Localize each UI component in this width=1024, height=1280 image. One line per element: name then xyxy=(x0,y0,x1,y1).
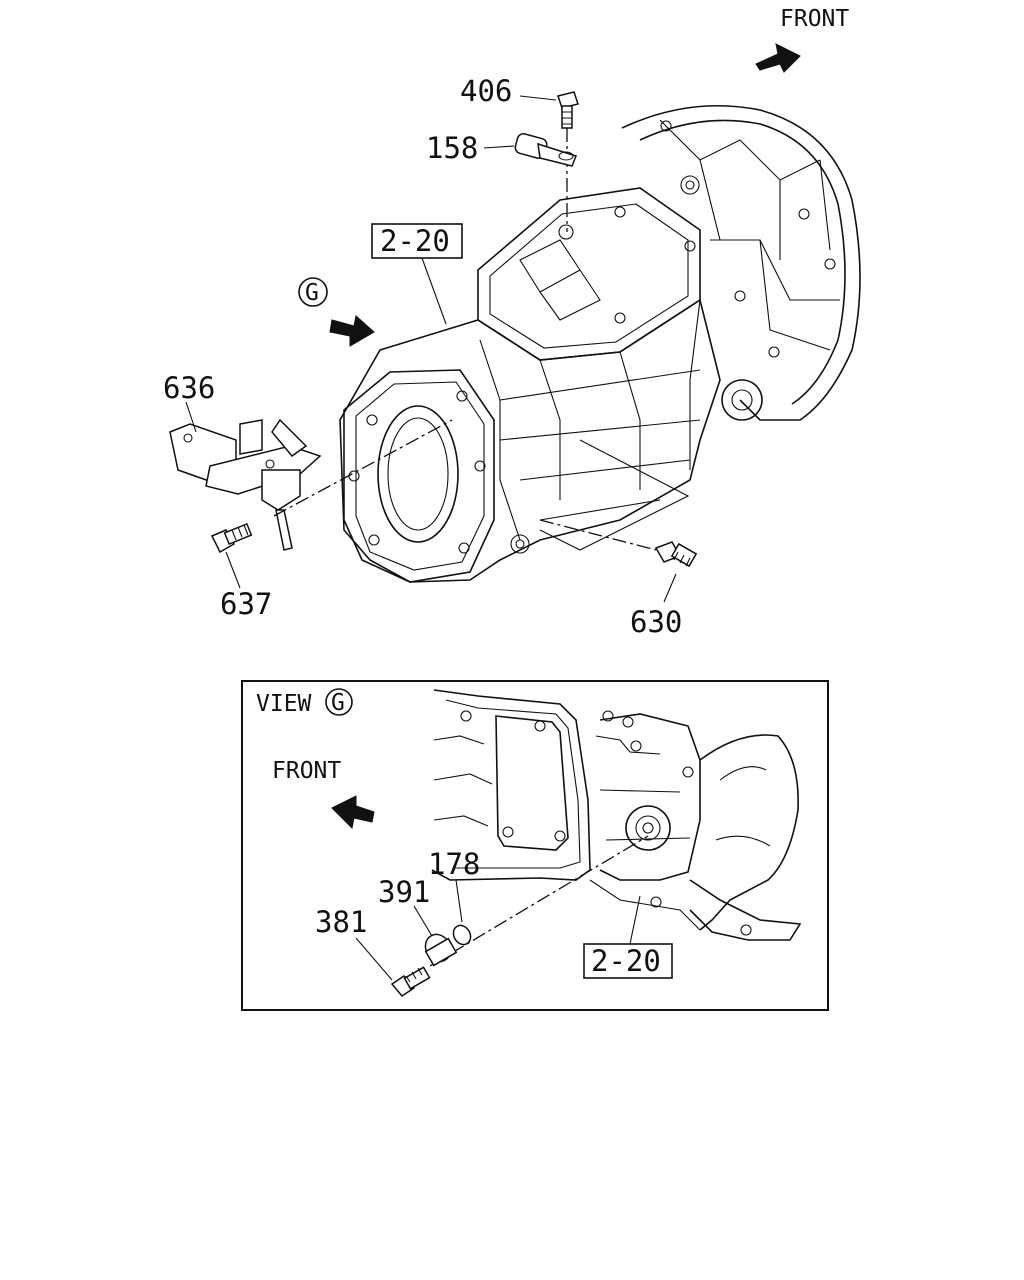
view-g-marker-circle xyxy=(298,277,328,307)
detail-front-arrow-icon xyxy=(331,795,375,830)
part-178-o-ring xyxy=(452,924,472,946)
main-view: FRONT xyxy=(163,6,861,639)
part-391-sensor xyxy=(413,905,458,967)
callout-636: 636 xyxy=(163,371,215,405)
part-158-bracket xyxy=(483,133,577,167)
view-g-detail-marker: G xyxy=(331,690,345,716)
ref-2-20: 2-20 xyxy=(380,224,450,258)
detail-front-label: FRONT xyxy=(272,758,341,784)
leader-391 xyxy=(413,905,433,937)
leader-158 xyxy=(483,145,515,149)
part-381-bolt xyxy=(355,937,431,997)
detail-housing xyxy=(431,689,802,941)
callout-637: 637 xyxy=(220,587,272,621)
leader-637 xyxy=(225,551,241,589)
leader-636 xyxy=(185,401,197,433)
detail-ref-box-2-20 xyxy=(583,943,673,979)
leader-2-20 xyxy=(421,257,447,325)
detail-view-frame xyxy=(241,680,829,1011)
leader-406 xyxy=(519,95,557,101)
callout-158: 158 xyxy=(426,131,478,165)
part-636-bracket xyxy=(169,401,322,551)
leader-178 xyxy=(455,879,463,923)
view-g-marker: G xyxy=(305,280,319,306)
view-g-arrow-icon xyxy=(329,315,375,347)
view-g-detail-circle xyxy=(325,688,353,716)
view-label: VIEW xyxy=(256,691,312,717)
part-637-bolt xyxy=(210,522,253,589)
callout-630: 630 xyxy=(630,605,682,639)
part-406-bolt xyxy=(519,91,579,232)
callout-391: 391 xyxy=(378,875,430,909)
callout-381: 381 xyxy=(315,905,367,939)
detail-ref-2-20: 2-20 xyxy=(591,944,661,978)
leader-630 xyxy=(663,573,677,603)
ref-box-2-20 xyxy=(371,223,463,259)
detail-view-g: VIEW G FRONT xyxy=(241,680,829,1011)
part-630-switch xyxy=(654,541,698,603)
leader-381 xyxy=(355,937,393,981)
transmission-housing xyxy=(339,104,861,583)
callout-178: 178 xyxy=(428,847,480,881)
callout-406: 406 xyxy=(460,74,512,108)
front-arrow-icon xyxy=(755,43,801,73)
detail-leader-2-20 xyxy=(629,895,641,945)
front-label: FRONT xyxy=(780,6,849,32)
